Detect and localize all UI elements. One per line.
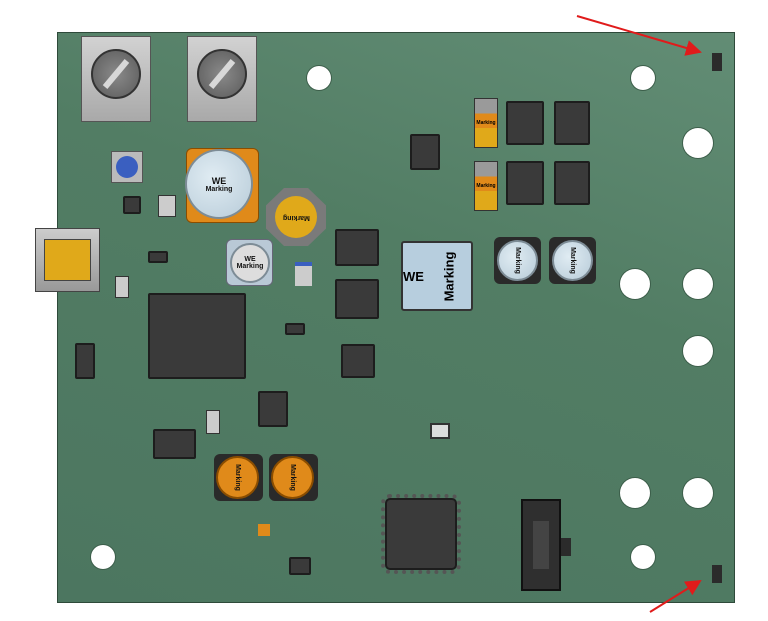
mosfet (554, 161, 590, 205)
soic-chip (258, 391, 288, 427)
small-ic (285, 323, 305, 335)
small-ic (123, 196, 141, 214)
module (153, 429, 196, 459)
electrolytic-capacitor: Marking (269, 454, 318, 501)
mounting-hole (683, 336, 713, 366)
potentiometer (81, 36, 151, 122)
switch-tab (561, 538, 571, 556)
marking-text: Marking (476, 120, 496, 126)
slide-switch (521, 499, 561, 591)
qfn-chip (341, 344, 375, 378)
mosfet (506, 101, 544, 145)
inductor (335, 279, 379, 319)
capacitor: Marking (474, 98, 498, 148)
usb-connector (35, 228, 100, 292)
logo-mark: WE (211, 175, 227, 186)
mounting-hole (683, 128, 713, 158)
small-component (712, 53, 722, 71)
led (430, 423, 450, 439)
small-ic (148, 251, 168, 263)
arrow-bottom-right (649, 579, 702, 613)
soic-chip (410, 134, 440, 170)
logo-mark: WE (403, 268, 424, 284)
mounting-hole (683, 269, 713, 299)
marking-text: Marking (205, 185, 233, 193)
trimmer-pot (111, 151, 143, 183)
small-ic (289, 557, 311, 575)
mounting-hole (620, 478, 650, 508)
capacitor: Marking (494, 237, 541, 284)
capacitor: Marking (549, 237, 596, 284)
resistor (158, 195, 176, 217)
marking-text: Marking (476, 183, 496, 189)
potentiometer (187, 36, 257, 122)
mounting-hole (620, 269, 650, 299)
button (75, 343, 95, 379)
mounting-hole (683, 478, 713, 508)
resistor (115, 276, 129, 298)
fuse (295, 262, 312, 286)
resistor (206, 410, 220, 434)
capacitor: Marking (474, 161, 498, 211)
inductor (335, 229, 379, 266)
we-inductor: WE Marking (401, 241, 473, 311)
qfp-chip (381, 494, 461, 574)
mounting-hole (307, 66, 331, 90)
small-component (712, 565, 722, 583)
power-inductor: Marking (266, 188, 326, 246)
mounting-hole (91, 545, 115, 569)
mounting-hole (631, 545, 655, 569)
mosfet (554, 101, 590, 145)
main-processor (148, 293, 246, 379)
logo-mark: WE (244, 256, 256, 263)
arrow-top-right (576, 15, 702, 56)
electrolytic-capacitor: Marking (214, 454, 263, 501)
mounting-hole (631, 66, 655, 90)
mosfet (506, 161, 544, 205)
marking-text: Marking (236, 263, 264, 270)
component (258, 524, 270, 536)
